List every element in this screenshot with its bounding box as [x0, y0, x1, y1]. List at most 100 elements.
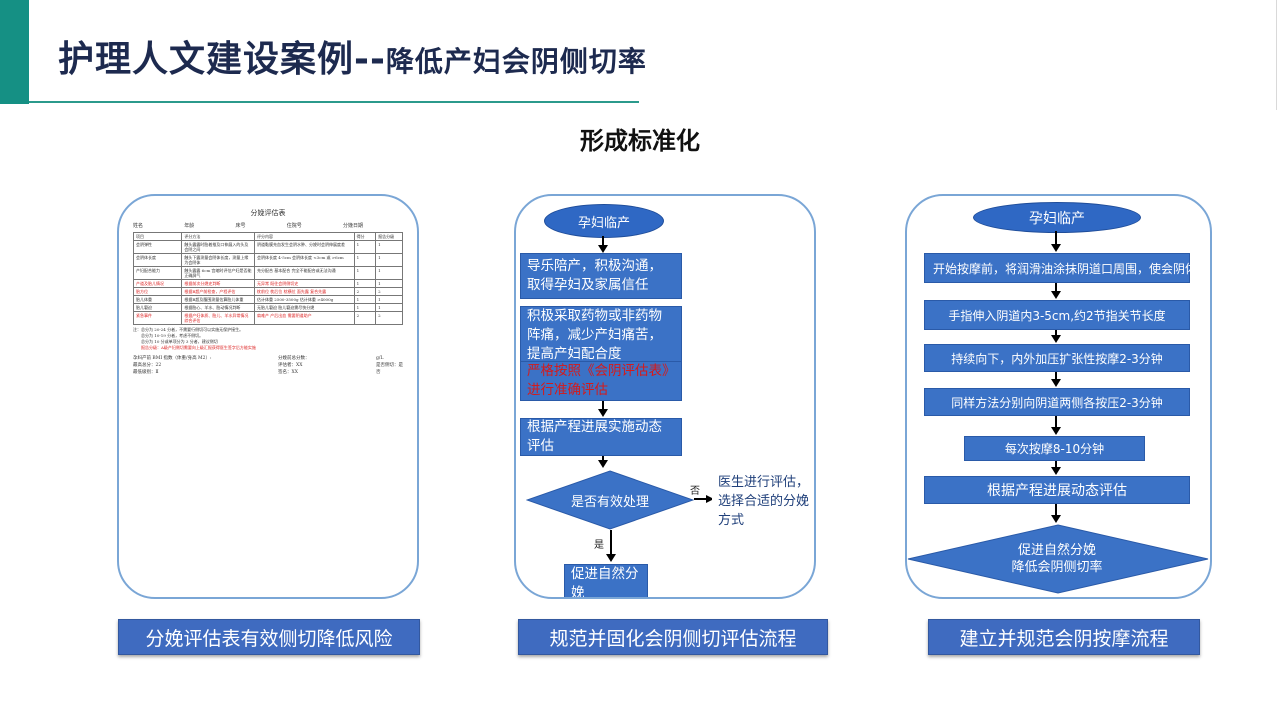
- form-footer-sign: 签名：XX: [278, 370, 298, 375]
- form-cell-score: 2: [353, 311, 377, 325]
- form-col-method: 评分方法: [181, 232, 256, 241]
- massage-end-line2: 降低会阴侧切率: [1011, 560, 1103, 575]
- form-title: 分娩评估表: [250, 209, 286, 217]
- caption-assessment-form: 分娩评估表有效侧切降低风险: [118, 619, 420, 655]
- form-cell-method: 触头下露测量会阴体长度，测量上缘为会阴体: [181, 253, 256, 267]
- arrow-down-icon: [1051, 335, 1061, 343]
- form-cell-level: 1: [375, 253, 403, 267]
- flow-step-form-assess: 严格按照《会阴评估表》进行准确评估: [520, 361, 682, 401]
- form-footer-assessor: 评估者：XX: [278, 363, 303, 368]
- form-cell-method: 根据B超产前检查，产程评估: [181, 287, 256, 296]
- form-cell-score: 2: [353, 287, 377, 296]
- form-cell-content: 充分配合 基本配合 完全不能配合或无法沟通: [254, 266, 355, 280]
- massage-end-line1: 促进自然分娩: [1017, 543, 1096, 558]
- form-cell-item: 胎儿体重: [132, 295, 183, 304]
- massage-step-dynamic-assess: 根据产程进展动态评估: [924, 476, 1190, 504]
- flow-end-natural-birth: 促进自然分娩: [564, 564, 648, 597]
- flow-connector: [1055, 372, 1057, 380]
- flow-connector: [1055, 283, 1057, 292]
- caption-massage-flow: 建立并规范会阴按摩流程: [928, 619, 1200, 655]
- assessment-flow-card: 孕妇临产 导乐陪产，积极沟通，取得孕妇及家属信任 积极采取药物或非药物阵痛，减少…: [514, 194, 816, 599]
- form-cell-content: 肩难产 产后出血 需要阴道助产: [254, 311, 355, 325]
- massage-start-oval: 孕妇临产: [973, 202, 1141, 233]
- arrow-down-icon: [1051, 379, 1061, 387]
- form-cell-score: 1: [353, 240, 377, 254]
- flow-connector: [602, 456, 604, 462]
- massage-step-insert: 手指伸入阴道内3-5cm,约2节指关节长度: [924, 300, 1190, 330]
- form-notes: 注：总分为 20-24 分者，不需要行侧切可以实施无保护接生。 总分为 10-1…: [133, 327, 403, 351]
- form-row: 会阴体长度触头下露测量会阴体长度，测量上缘为会阴体会阴体长度 4-5cm 会阴体…: [132, 253, 403, 267]
- arrow-down-icon: [1051, 515, 1061, 523]
- form-note: 注：总分为 20-24 分者，不需要行侧切可以实施无保护接生。: [133, 327, 244, 332]
- form-meta-age: 年龄: [184, 223, 195, 229]
- form-col-level: 报告分级: [375, 232, 403, 241]
- form-cell-content: 无异常 既往会阴侧切史: [254, 279, 355, 288]
- form-cell-item: 胎儿窘迫: [132, 303, 183, 312]
- flow-connector: [1055, 330, 1057, 336]
- arrow-down-icon: [598, 409, 608, 417]
- title-accent-bar: [0, 0, 29, 104]
- form-row: 会阴弹性触头露露时胎着推及口伸展入的头及会阴之间阴道黏膜充血发生会阴水肿、分娩时…: [132, 240, 403, 254]
- form-cell-level: 1: [375, 240, 403, 254]
- form-cell-content: 阴道黏膜充血发生会阴水肿、分娩时会阴伸展度差: [254, 240, 355, 254]
- form-cell-content: 枕前位 枕后位 枕横位 面先露 复合先露: [254, 287, 355, 296]
- arrow-down-icon: [1051, 467, 1061, 475]
- flow-start-oval: 孕妇临产: [544, 204, 664, 238]
- assessment-form-card: 分娩评估表 姓名 年龄 床号 住院号 分娩日期 项目 评分方法 评分内容 得分 …: [117, 194, 419, 599]
- flow-no-label: 否: [690, 486, 700, 497]
- assessment-form: 分娩评估表 姓名 年龄 床号 住院号 分娩日期 项目 评分方法 评分内容 得分 …: [132, 208, 403, 376]
- form-cell-item: 紧急事件: [132, 311, 183, 325]
- form-table: 项目 评分方法 评分内容 得分 报告分级 会阴弹性触头露露时胎着推及口伸展入的头…: [132, 232, 403, 325]
- form-cell-score: 1: [353, 266, 377, 280]
- form-footer-total: 分娩前总分数：: [278, 356, 310, 361]
- form-cell-method: 根据产妇体质、胎儿、羊水异常情况综合评估: [181, 311, 256, 325]
- form-cell-item: 产道及胎儿情况: [132, 279, 183, 288]
- form-cell-score: 1: [353, 303, 377, 312]
- form-footer-max: 最高总分：22: [133, 363, 162, 368]
- form-cell-item: 会阴弹性: [132, 240, 183, 254]
- massage-step-press-down: 持续向下，内外加压扩张性按摩2-3分钟: [924, 344, 1190, 372]
- form-cell-method: 根据前次分娩史判断: [181, 279, 256, 288]
- form-cell-item: 会阴体长度: [132, 253, 183, 267]
- slide-edge-line: [1276, 0, 1277, 110]
- massage-step-duration: 每次按摩8-10分钟: [964, 436, 1145, 461]
- flow-step-accompany: 导乐陪产，积极沟通，取得孕妇及家属信任: [520, 253, 682, 299]
- flow-step-pain-relief: 积极采取药物或非药物阵痛，减少产妇痛苦，提高产妇配合度: [520, 306, 682, 364]
- form-col-score: 得分: [353, 232, 377, 241]
- form-cell-level: 1: [375, 279, 403, 288]
- form-cell-level: 1: [375, 303, 403, 312]
- slide-title: 护理人文建设案例-- 降低产妇会阴侧切率: [58, 30, 647, 80]
- flow-step-doctor-assess: 医生进行评估，选择合适的分娩方式: [712, 475, 814, 528]
- slide-title-main: 护理人文建设案例--: [58, 39, 386, 80]
- form-cell-content: 无胎儿窘迫 胎儿窘迫需尽快分娩: [254, 303, 355, 312]
- form-cell-score: 1: [353, 253, 377, 267]
- form-col-content: 评分内容: [254, 232, 355, 241]
- form-cell-level: 2: [375, 311, 403, 325]
- form-cell-content: 估计体重 2500-3500g 估计体重 >4000g: [254, 295, 355, 304]
- form-footer: 孕妇产前 BMI 指数（体重/身高 M2）: 最高总分：22 最低级别：Ⅱ 分娩…: [133, 355, 403, 376]
- massage-flow-card: 孕妇临产 开始按摩前，将润滑油涂抹阴道口周围，使会阴体放松， 手指伸入阴道内3-…: [905, 194, 1212, 599]
- form-cell-level: 2: [375, 287, 403, 296]
- form-cell-score: 1: [353, 295, 377, 304]
- form-cell-method: 触头露露时胎着推及口伸展入的头及会阴之间: [181, 240, 256, 254]
- form-note: 总分为 10-19 分者，考虑不侧切。: [141, 333, 204, 338]
- form-footer-min: 最低级别：Ⅱ: [133, 370, 159, 375]
- flow-step-dynamic-assess: 根据产程进展实施动态评估: [520, 418, 682, 456]
- arrow-down-icon: [1051, 291, 1061, 299]
- form-meta: 姓名 年龄 床号 住院号 分娩日期: [133, 222, 403, 229]
- form-cell-level: 1: [375, 266, 403, 280]
- form-header-row: 项目 评分方法 评分内容 得分 报告分级: [132, 232, 403, 241]
- flow-yes-label: 是: [594, 540, 604, 551]
- arrow-down-icon: [1051, 244, 1061, 252]
- flow-decision-label: 是否有效处理: [570, 494, 649, 510]
- form-meta-bed: 床号: [235, 223, 246, 229]
- form-cell-method: 根据胎心、羊水、胎动情况判断: [181, 303, 256, 312]
- form-row: 胎儿体重根据B超及腹围测量估算胎儿体重估计体重 2500-3500g 估计体重 …: [132, 295, 403, 304]
- form-meta-admission: 住院号: [286, 223, 302, 229]
- slide-title-sub: 降低产妇会阴侧切率: [385, 45, 647, 78]
- form-note: 总分为 10 分或单项分为 3 分者，建议侧切: [141, 339, 218, 344]
- arrow-right-icon: [694, 495, 714, 503]
- massage-step-lubricate: 开始按摩前，将润滑油涂抹阴道口周围，使会阴体放松，: [924, 253, 1210, 283]
